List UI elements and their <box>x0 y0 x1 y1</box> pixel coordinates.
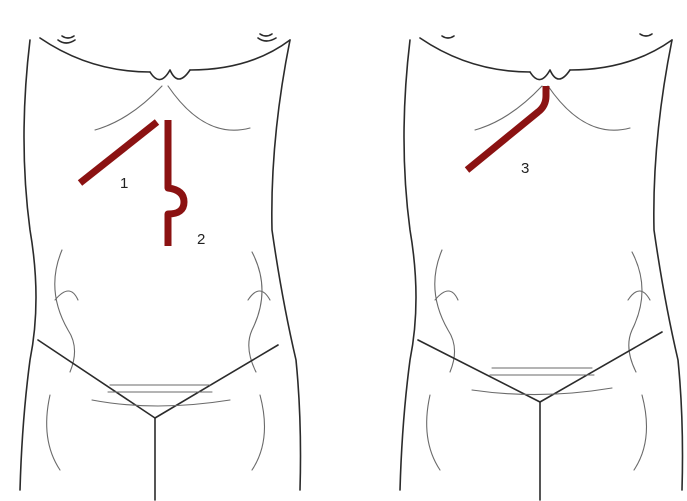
label-incision-3: 3 <box>521 161 529 176</box>
incision-3-subcostal-extended <box>467 86 546 170</box>
incision-2-midline <box>168 120 184 246</box>
label-incision-2: 2 <box>197 232 205 247</box>
incision-1-subcostal <box>80 122 157 183</box>
torso-left <box>20 34 301 500</box>
label-incision-1: 1 <box>120 176 128 191</box>
torso-right <box>400 34 683 500</box>
